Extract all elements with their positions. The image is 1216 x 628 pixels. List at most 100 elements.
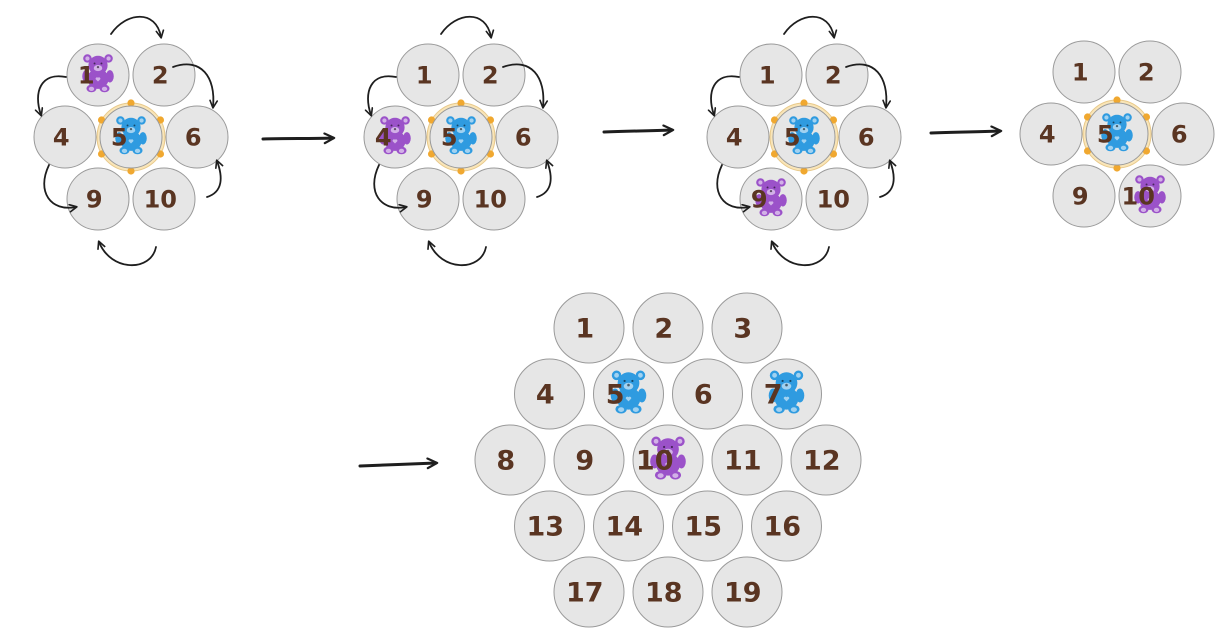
cell-circle (514, 358, 585, 430)
cell-number-label: 9 (86, 186, 103, 214)
cell-number-label: 10 (144, 186, 177, 214)
step-arrow (358, 457, 439, 470)
rotation-arrow (845, 63, 892, 109)
cell-number-label: 19 (724, 578, 762, 609)
blue-teddy-bear-icon (788, 116, 820, 155)
selection-handle (457, 167, 465, 175)
hex-cell: 6 (495, 105, 559, 169)
cell-circle (165, 105, 229, 169)
cell-number-label: 6 (858, 124, 875, 152)
cell-number-label: 5 (784, 124, 801, 152)
hex-cell: 6 (1151, 102, 1215, 166)
purple-teddy-bear-icon (755, 178, 787, 217)
cell-number-label: 14 (606, 512, 644, 543)
selection-handle (770, 150, 779, 158)
rotation-arrow (110, 15, 165, 39)
rotation-arrow (536, 159, 554, 198)
selection-handle (1113, 96, 1121, 104)
cell-number-label: 15 (685, 512, 723, 543)
rotation-arrow (364, 75, 397, 117)
rotation-arrow (440, 15, 495, 39)
rotation-arrow (879, 159, 897, 198)
selection-handle (457, 99, 465, 107)
cell-number-label: 4 (375, 124, 392, 152)
hex-cell: 1 (739, 43, 803, 107)
cell-circle (1151, 102, 1215, 166)
cell-number-label: 7 (764, 380, 783, 411)
rotation-arrow (373, 164, 408, 213)
hex-cell: 10 (805, 167, 869, 231)
cell-circle (711, 424, 783, 496)
cell-circle (132, 167, 196, 231)
hex-cell: 10 (1118, 164, 1182, 228)
cell-number-label: 1 (416, 62, 433, 90)
selection-handle (800, 99, 808, 107)
rotation-arrow (427, 240, 487, 267)
selection-handle (427, 150, 436, 158)
cell-circle (474, 424, 546, 496)
blue-teddy-bear-icon (610, 370, 647, 414)
cell-number-label: 9 (416, 186, 433, 214)
purple-teddy-bear-icon (650, 436, 686, 480)
hex-cell: 5 (99, 105, 163, 169)
cell-circle (805, 43, 869, 107)
blue-teddy-bear-icon (445, 116, 477, 155)
rotation-arrow (502, 63, 549, 109)
cell-circle (838, 105, 902, 169)
selection-handle (1113, 164, 1121, 172)
cell-number-label: 5 (1097, 121, 1114, 149)
rotation-arrow (707, 75, 740, 117)
cell-circle (66, 167, 130, 231)
step-arrow (602, 124, 675, 137)
cell-circle (514, 490, 585, 562)
selection-handle (97, 116, 106, 124)
cell-circle (553, 424, 625, 496)
cell-circle (711, 556, 783, 628)
cell-number-label: 17 (566, 578, 604, 609)
selection-handle (800, 167, 808, 175)
hex-cell: 8 (474, 424, 546, 496)
hex-cell: 4 (514, 358, 585, 430)
cell-number-label: 12 (803, 446, 841, 477)
hex-cell: 9 (553, 424, 625, 496)
cell-circle (632, 292, 704, 364)
cell-circle (711, 292, 783, 364)
cell-number-label: 2 (825, 62, 842, 90)
hex-cell: 4 (363, 105, 427, 169)
step-arrow (929, 125, 1003, 138)
cell-number-label: 4 (726, 124, 743, 152)
hex-cell: 5 (593, 358, 664, 430)
hex-cell: 4 (1019, 102, 1083, 166)
rotation-arrow (34, 75, 67, 117)
selection-handle (829, 116, 838, 124)
hex-cell: 18 (632, 556, 704, 628)
cell-circle (1118, 40, 1182, 104)
cell-circle (632, 556, 704, 628)
hex-cell: 5 (429, 105, 493, 169)
rotation-arrow (97, 240, 157, 267)
cell-number-label: 1 (575, 314, 594, 345)
cell-circle (396, 43, 460, 107)
cell-number-label: 6 (694, 380, 713, 411)
selection-handle (1142, 147, 1151, 155)
hex-cell: 10 (462, 167, 526, 231)
hex-cell: 3 (711, 292, 783, 364)
purple-teddy-bear-icon (82, 54, 114, 93)
cell-circle (1019, 102, 1083, 166)
rotation-arrow (206, 159, 224, 198)
hex-cell: 2 (1118, 40, 1182, 104)
cell-number-label: 6 (515, 124, 532, 152)
cell-circle (396, 167, 460, 231)
cell-circle (462, 167, 526, 231)
cell-circle (672, 358, 743, 430)
cell-number-label: 9 (751, 186, 768, 214)
hex-cell: 11 (711, 424, 783, 496)
cell-number-label: 9 (1072, 183, 1089, 211)
selection-handle (770, 116, 779, 124)
cell-circle (790, 424, 862, 496)
hex-cell: 2 (805, 43, 869, 107)
cell-number-label: 3 (733, 314, 752, 345)
hex-cell: 17 (553, 556, 625, 628)
cell-circle (1052, 40, 1116, 104)
